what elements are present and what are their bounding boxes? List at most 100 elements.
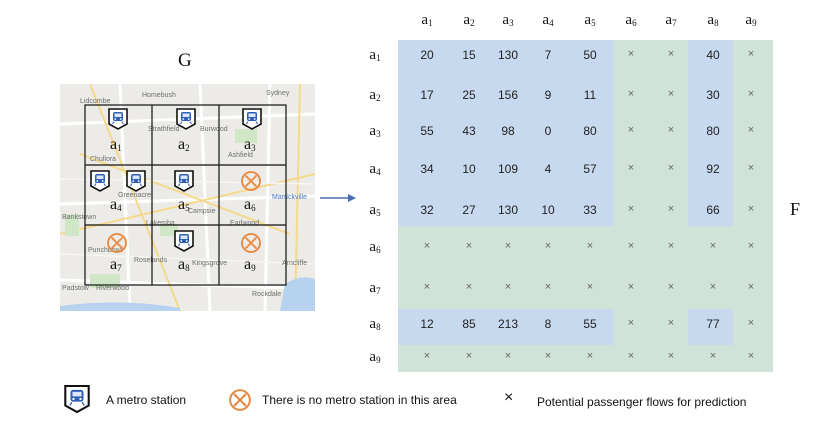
matrix-cell-value: 43 [462,124,476,138]
matrix-cell-prediction: × [544,350,552,362]
matrix-cell-prediction: × [709,281,717,293]
map-label: Chullora [90,156,117,163]
matrix-cell-value: 85 [462,317,476,331]
matrix-row-header: a5 [369,202,381,218]
matrix-cell-prediction: × [586,350,594,362]
matrix-column-header: a1 [421,12,433,28]
map-label: Greenacre [118,192,152,199]
matrix-cell-value: 27 [462,203,476,217]
matrix-cell-prediction: × [465,240,473,252]
matrix-cell-value: 57 [583,162,597,176]
matrix-cell-prediction: × [627,240,635,252]
matrix-cell-prediction: × [747,162,755,174]
map-label: Ashfield [228,152,253,159]
matrix-cell-prediction: × [667,48,675,60]
matrix-cell-prediction: × [747,317,755,329]
observed-block-row-a8 [398,309,614,345]
matrix-column-header: a3 [502,12,514,28]
matrix-cell-prediction: × [423,240,431,252]
city-map: Lidcombe Homebush Strathfield Burwood Ch… [60,84,315,311]
matrix-cell-prediction: × [586,240,594,252]
metro-station-icon [64,384,90,414]
matrix-cell-value: 8 [544,317,552,331]
matrix-cell-prediction: × [544,240,552,252]
matrix-cell-value: 50 [583,48,597,62]
cell-label-a3: a3 [244,136,256,153]
matrix-cell-prediction: × [423,350,431,362]
map-label: Sydney [266,90,290,97]
legend-metro-label: A metro station [106,393,187,407]
matrix-cell-value: 12 [420,317,434,331]
matrix-cell-prediction: × [709,240,717,252]
matrix-row-header: a6 [369,239,381,255]
matrix-column-header: a6 [625,12,637,28]
matrix-cell-prediction: × [423,281,431,293]
matrix-cell-value: 25 [462,88,476,102]
matrix-cell-prediction: × [667,317,675,329]
matrix-row-header: a4 [369,161,381,177]
cell-label-a1: a1 [110,136,122,153]
metro-station-icon [126,170,146,192]
matrix-cell-prediction: × [627,162,635,174]
matrix-cell-prediction: × [586,281,594,293]
map-label: Strathfield [148,126,180,133]
matrix-cell-prediction: × [747,48,755,60]
map-label: Riverwood [96,285,130,292]
map-label: Bankstown [62,214,97,221]
matrix-cell-prediction: × [627,48,635,60]
matrix-cell-prediction: × [627,281,635,293]
map-label: Punchbowl [88,247,123,254]
observed-block-col-a8 [688,40,733,226]
map-label: Padstow [62,285,89,292]
matrix-column-header: a9 [745,12,757,28]
matrix-row-header: a7 [369,280,381,296]
matrix-cell-prediction: × [627,124,635,136]
matrix-cell-value: 30 [706,88,720,102]
matrix-cell-prediction: × [465,281,473,293]
legend-cross-symbol: × [504,389,514,406]
no-metro-icon [240,170,262,192]
matrix-cell-value: 17 [420,88,434,102]
matrix-label: F [790,199,801,219]
matrix-cell-prediction: × [747,281,755,293]
observed-block-cell-a8a8 [688,309,733,345]
matrix-cell-prediction: × [504,281,512,293]
metro-station-icon [174,170,194,192]
matrix-row-header: a8 [369,316,381,332]
matrix-cell-prediction: × [667,350,675,362]
metro-station-icon [242,108,262,130]
matrix-cell-prediction: × [627,88,635,100]
matrix-cell-value: 109 [497,162,519,176]
matrix-cell-value: 55 [583,317,597,331]
matrix-cell-prediction: × [667,124,675,136]
matrix-cell-prediction: × [667,240,675,252]
matrix-column-header: a4 [542,12,554,28]
matrix-column-header: a5 [584,12,596,28]
map-label: Kingsgrove [192,260,228,267]
matrix-cell-value: 80 [706,124,720,138]
graph-title: G [178,50,192,71]
cell-label-a8: a8 [178,256,190,273]
region-grid [84,104,287,286]
matrix-cell-prediction: × [627,317,635,329]
map-label: Lidcombe [80,98,111,105]
map-label: Campsie [188,208,216,215]
map-label: Rockdale [252,291,282,298]
matrix-cell-prediction: × [667,281,675,293]
cell-label-a7: a7 [110,256,122,273]
matrix-cell-value: 130 [497,48,519,62]
matrix-cell-value: 33 [583,203,597,217]
matrix-cell-value: 156 [497,88,519,102]
map-label: Lakemba [146,220,175,227]
matrix-cell-value: 55 [420,124,434,138]
no-metro-icon [228,388,252,412]
map-label: Arncliffe [282,260,308,267]
matrix-column-header: a7 [665,12,677,28]
cell-label-a4: a4 [110,196,122,213]
matrix-cell-value: 98 [501,124,515,138]
matrix-cell-prediction: × [667,88,675,100]
legend-no-metro-label: There is no metro station in this area [262,393,457,407]
matrix-cell-prediction: × [544,281,552,293]
matrix-cell-value: 15 [462,48,476,62]
matrix-cell-prediction: × [504,350,512,362]
